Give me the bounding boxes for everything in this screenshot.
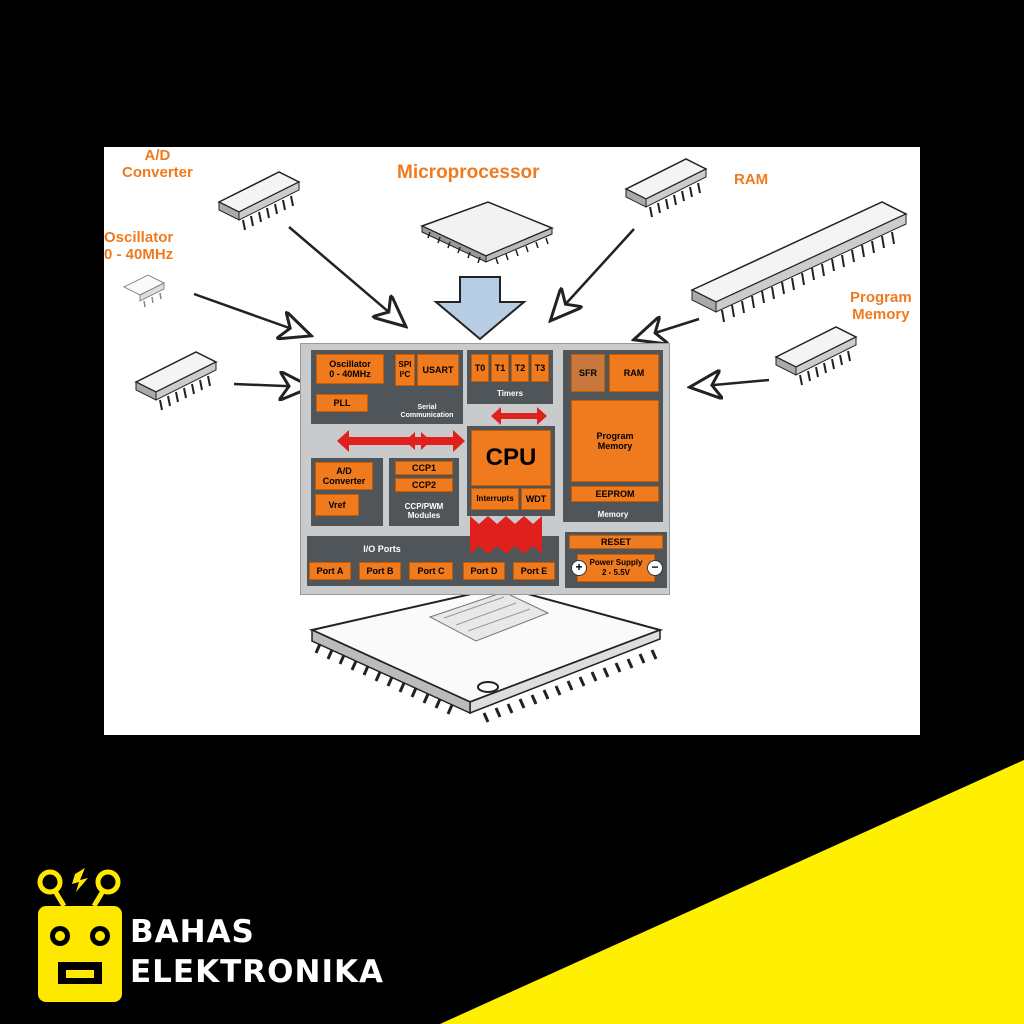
port-a: Port A xyxy=(309,562,351,580)
left-dip-chip-icon xyxy=(134,351,218,411)
spi-i2c-block: SPI I²C xyxy=(395,354,415,386)
microcontroller-board: Oscillator 0 - 40MHz PLL SPI I²C USART S… xyxy=(300,343,670,595)
ad-converter-chip-icon xyxy=(217,171,301,231)
timer-t3: T3 xyxy=(531,354,549,382)
plus-icon: + xyxy=(571,560,587,576)
port-c: Port C xyxy=(409,562,453,580)
port-e: Port E xyxy=(513,562,555,580)
eeprom-block: EEPROM xyxy=(571,486,659,502)
brand-name-line1: BAHAS xyxy=(130,914,255,950)
ad-converter-label: A/D Converter xyxy=(122,147,193,181)
bottom-package-chip-icon xyxy=(308,585,664,723)
ram-chip-icon xyxy=(624,158,708,218)
microprocessor-label: Microprocessor xyxy=(397,162,540,183)
wdt-block: WDT xyxy=(521,488,551,510)
pll-block: PLL xyxy=(316,394,368,412)
vref-block: Vref xyxy=(315,494,359,516)
port-b: Port B xyxy=(359,562,401,580)
yellow-diagonal-band xyxy=(440,760,1024,1024)
ram-block: RAM xyxy=(609,354,659,392)
microprocessor-chip-icon xyxy=(420,201,554,265)
ram-label: RAM xyxy=(734,171,769,188)
sfr-block: SFR xyxy=(571,354,605,392)
interrupts-block: Interrupts xyxy=(471,488,519,510)
right-dip-chip-icon xyxy=(774,326,858,386)
cpu-block: CPU xyxy=(471,430,551,486)
serial-communication-label: Serial Communication xyxy=(400,404,454,419)
ccp2-block: CCP2 xyxy=(395,478,453,492)
ccp1-block: CCP1 xyxy=(395,461,453,475)
port-d: Port D xyxy=(463,562,505,580)
robot-logo-icon xyxy=(37,868,122,1002)
bus-arrows xyxy=(337,407,547,554)
oscillator-chip-icon xyxy=(122,274,166,308)
program-memory-block: Program Memory xyxy=(571,400,659,482)
diagram-art xyxy=(122,158,908,723)
ccp-pwm-label: CCP/PWM Modules xyxy=(404,502,444,520)
brand-name-line2: ELEKTRONIKA xyxy=(130,954,384,990)
timer-t1: T1 xyxy=(491,354,509,382)
power-supply-block: Power Supply 2 - 5.5V xyxy=(577,554,655,582)
program-memory-chip-icon xyxy=(690,201,908,323)
ad-converter-block: A/D Converter xyxy=(315,462,373,490)
usart-block: USART xyxy=(417,354,459,386)
timer-t2: T2 xyxy=(511,354,529,382)
oscillator-label: Oscillator 0 - 40MHz xyxy=(104,229,174,263)
minus-icon: − xyxy=(647,560,663,576)
reset-block: RESET xyxy=(569,535,663,549)
io-ports-label: I/O Ports xyxy=(363,544,401,554)
timers-label: Timers xyxy=(496,389,524,398)
program-memory-label: Program Memory xyxy=(850,289,912,323)
diagram-panel: A/D Converter Oscillator 0 - 40MHz Micro… xyxy=(104,147,920,735)
timer-t0: T0 xyxy=(471,354,489,382)
oscillator-block: Oscillator 0 - 40MHz xyxy=(316,354,384,384)
memory-label: Memory xyxy=(597,510,629,519)
big-down-arrow-icon xyxy=(433,276,527,341)
arrows xyxy=(193,226,770,387)
